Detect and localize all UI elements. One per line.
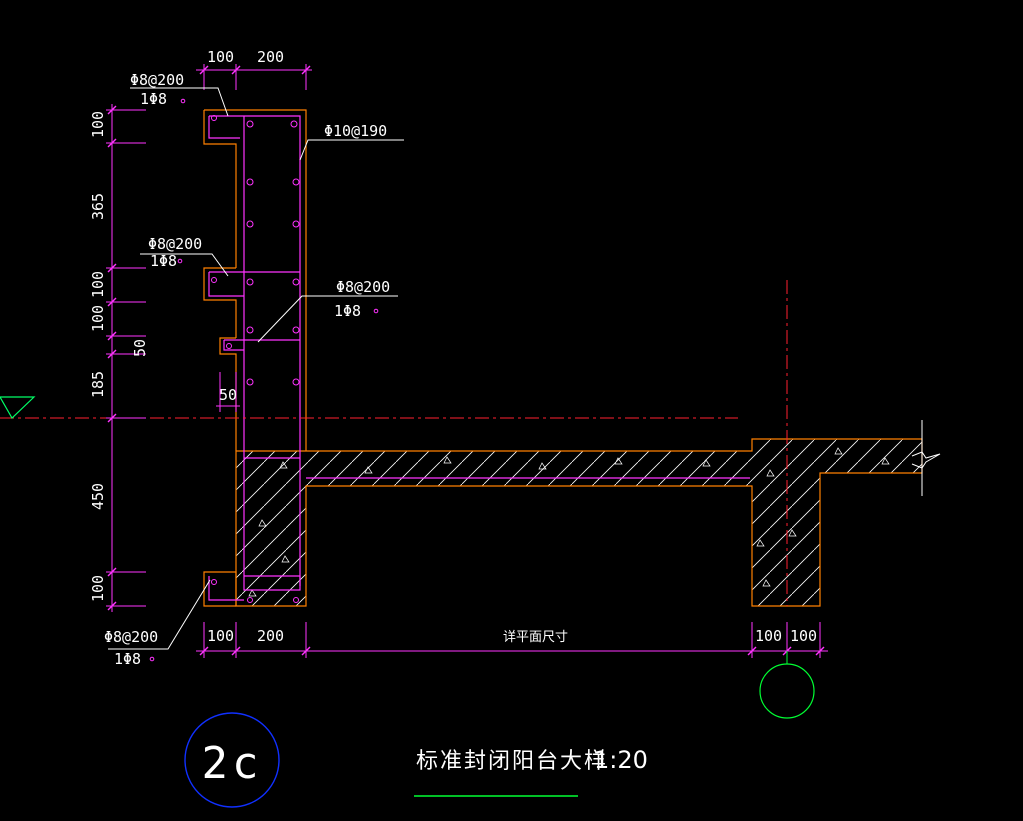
detail-number: 2c <box>202 738 263 789</box>
dim-top-100: 100 <box>207 48 234 66</box>
dim-left-100-b: 100 <box>89 271 107 298</box>
dim-bottom-100-b: 100 <box>755 627 782 645</box>
detail-title: 标准封闭阳台大样 <box>416 749 608 774</box>
label-vertical-bar: Φ10@190 <box>324 122 387 140</box>
label-mid2-bar: 1Φ8 <box>334 302 361 320</box>
concrete-section <box>235 438 923 607</box>
dim-left-100-d: 100 <box>89 575 107 602</box>
break-symbol <box>911 451 941 469</box>
dimension-lines <box>106 64 828 658</box>
dim-left-185: 185 <box>89 371 107 398</box>
dim-bottom-span: 详平面尺寸 <box>503 630 568 645</box>
level-mark-icon <box>0 396 36 419</box>
rebar-lines <box>208 115 750 601</box>
dim-top-200: 200 <box>257 48 284 66</box>
detail-scale: 1:20 <box>594 746 648 774</box>
label-top-bar: 1Φ8 <box>140 90 167 108</box>
dim-inner-50: 50 <box>219 386 237 404</box>
dim-left-50: 50 <box>131 339 149 357</box>
grid-bubble <box>759 663 815 719</box>
label-mid-bar: 1Φ8 <box>150 252 177 270</box>
label-mid2-stirrup: Φ8@200 <box>336 278 390 296</box>
detail-bubble <box>184 712 280 808</box>
label-mid-stirrup: Φ8@200 <box>148 235 202 253</box>
dimension-ticks <box>107 65 825 656</box>
label-bottom-stirrup: Φ8@200 <box>104 628 158 646</box>
slab-and-wall-base <box>235 438 923 607</box>
label-bottom-bar: 1Φ8 <box>114 650 141 668</box>
rebar-dots <box>149 98 379 662</box>
rebar-leaders <box>108 87 404 650</box>
dim-left-450: 450 <box>89 483 107 510</box>
axis-lines <box>0 280 788 606</box>
dim-bottom-200: 200 <box>257 627 284 645</box>
concrete-speckles <box>248 447 890 597</box>
dim-left-100-a: 100 <box>89 111 107 138</box>
dim-left-365: 365 <box>89 193 107 220</box>
dim-left-100-c: 100 <box>89 305 107 332</box>
dim-bottom-100-c: 100 <box>790 627 817 645</box>
label-top-stirrup: Φ8@200 <box>130 71 184 89</box>
dim-bottom-100-a: 100 <box>207 627 234 645</box>
